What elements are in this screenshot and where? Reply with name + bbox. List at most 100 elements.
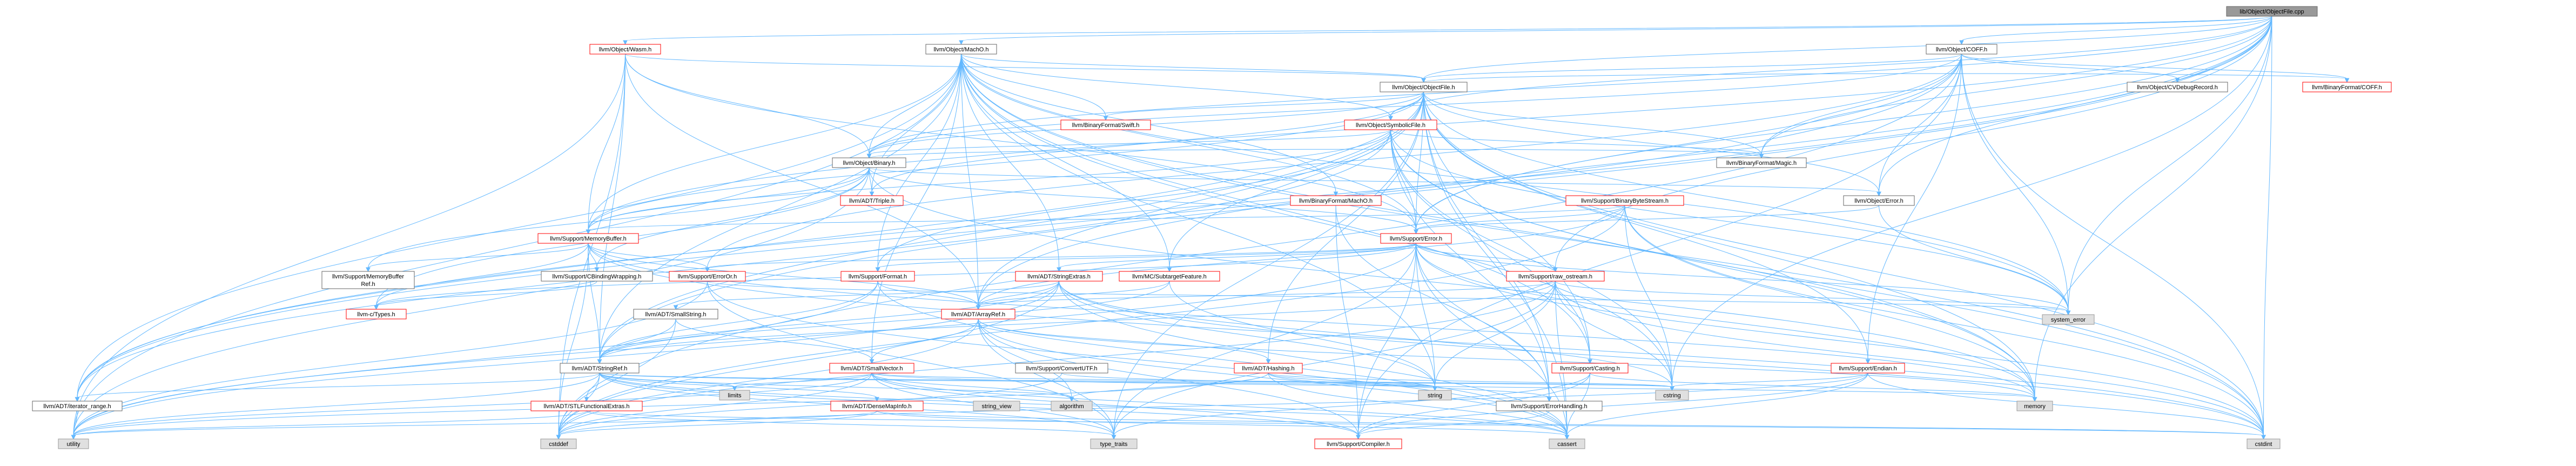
- node-bfcoff-box: [2302, 82, 2392, 92]
- edge-wasm-to-utility: [71, 54, 625, 440]
- edge-stlfunc-to-utility: [71, 410, 587, 440]
- node-triple[interactable]: llvm/ADT/Triple.h: [840, 195, 904, 206]
- node-membuf[interactable]: llvm/Support/MemoryBuffer.h: [537, 233, 639, 244]
- edge-bfmacho-to-compiler: [1335, 205, 1361, 440]
- node-supporterror-box: [1380, 233, 1452, 244]
- node-rawostream[interactable]: llvm/Support/raw_ostream.h: [1506, 271, 1605, 282]
- node-cstdint: cstdint: [2247, 438, 2281, 449]
- node-utility: utility: [58, 438, 89, 449]
- node-root[interactable]: lib/Object/ObjectFile.cpp: [2226, 6, 2318, 17]
- node-ctypes[interactable]: llvm-c/Types.h: [346, 309, 407, 319]
- node-coff-label: llvm/Object/COFF.h: [1936, 46, 1987, 53]
- node-stringextras-box: [1015, 271, 1103, 282]
- edge-coff-to-objerror: [1876, 54, 1962, 197]
- node-casting[interactable]: llvm/Support/Casting.h: [1551, 363, 1629, 374]
- edge-cbinding-to-ctypes: [374, 281, 597, 310]
- node-membuf-box: [537, 233, 639, 244]
- node-errorOr[interactable]: llvm/Support/ErrorOr.h: [669, 271, 746, 282]
- node-endian[interactable]: llvm/Support/Endian.h: [1831, 363, 1905, 374]
- node-compiler[interactable]: llvm/Support/Compiler.h: [1314, 438, 1402, 449]
- node-bfcoff[interactable]: llvm/BinaryFormat/COFF.h: [2302, 82, 2392, 92]
- node-root-label: lib/Object/ObjectFile.cpp: [2239, 9, 2304, 15]
- edge-stringextras-to-cstdint: [1059, 281, 2266, 440]
- node-stlfunc[interactable]: llvm/ADT/STLFunctionalExtras.h: [530, 401, 643, 411]
- edge-objectfile-to-errhandling: [1423, 91, 1552, 402]
- node-compiler-label: llvm/Support/Compiler.h: [1327, 441, 1390, 448]
- node-subtarget[interactable]: llvm/MC/SubtargetFeature.h: [1119, 271, 1220, 282]
- edge-endian-to-cstring: [1670, 372, 1868, 391]
- edge-smallvector-to-compiler: [871, 372, 1361, 440]
- node-bbstream-label: llvm/Support/BinaryByteStream.h: [1581, 198, 1669, 204]
- node-stringref-label: llvm/ADT/StringRef.h: [572, 365, 628, 372]
- edge-macho-to-iterrange: [75, 54, 961, 402]
- node-objectfile[interactable]: llvm/Object/ObjectFile.h: [1380, 82, 1468, 92]
- node-iterrange[interactable]: llvm/ADT/iterator_range.h: [32, 401, 123, 411]
- node-stringview: string_view: [973, 401, 1020, 411]
- node-swift[interactable]: llvm/BinaryFormat/Swift.h: [1060, 119, 1151, 130]
- node-hashing[interactable]: llvm/ADT/Hashing.h: [1234, 363, 1303, 374]
- node-cstring-label: cstring: [1663, 392, 1680, 399]
- node-bfmacho[interactable]: llvm/BinaryFormat/MachO.h: [1290, 195, 1382, 206]
- node-typetraits-label: type_traits: [1100, 441, 1128, 448]
- node-errhandling[interactable]: llvm/Support/ErrorHandling.h: [1496, 401, 1603, 411]
- node-wasm[interactable]: llvm/Object/Wasm.h: [589, 44, 661, 55]
- node-stringref[interactable]: llvm/ADT/StringRef.h: [560, 363, 640, 374]
- node-iterrange-box: [32, 401, 123, 411]
- node-binary[interactable]: llvm/Object/Binary.h: [832, 157, 906, 168]
- node-systemerror: system_error: [2042, 314, 2095, 325]
- edge-objectfile-to-triple: [869, 91, 1424, 197]
- node-stringextras[interactable]: llvm/ADT/StringExtras.h: [1015, 271, 1103, 282]
- node-swift-box: [1060, 119, 1151, 130]
- node-symbolicfile[interactable]: llvm/Object/SymbolicFile.h: [1344, 119, 1437, 130]
- edge-objectfile-to-casting: [1423, 91, 1592, 364]
- node-magic[interactable]: llvm/BinaryFormat/Magic.h: [1716, 157, 1807, 168]
- node-algorithm-label: algorithm: [1059, 403, 1084, 410]
- node-densemapinfo[interactable]: llvm/ADT/DenseMapInfo.h: [830, 401, 924, 411]
- edge-wasm-to-objectfile: [625, 54, 1426, 83]
- edge-objectfile-to-symbolicfile: [1388, 91, 1424, 121]
- edge-objerror-to-supporterror: [1414, 205, 1879, 235]
- edge-membuf-to-stringref: [588, 243, 602, 364]
- node-arrayref[interactable]: llvm/ADT/ArrayRef.h: [941, 309, 1015, 319]
- node-cbinding-box: [541, 271, 653, 282]
- node-smallstring-label: llvm/ADT/SmallString.h: [645, 311, 706, 318]
- edge-macho-to-cstring: [961, 54, 1674, 391]
- node-triple-box: [840, 195, 904, 206]
- edge-supporterror-to-stringextras: [1057, 243, 1416, 272]
- node-coff[interactable]: llvm/Object/COFF.h: [1926, 44, 1997, 55]
- node-binary-label: llvm/Object/Binary.h: [843, 160, 896, 167]
- node-smallstring[interactable]: llvm/ADT/SmallString.h: [633, 309, 718, 319]
- node-bbstream[interactable]: llvm/Support/BinaryByteStream.h: [1565, 195, 1684, 206]
- node-cbinding[interactable]: llvm/Support/CBindingWrapping.h: [541, 271, 653, 282]
- edge-supporterror-to-memory: [1416, 243, 2037, 402]
- edge-supporterror-to-errorOr: [705, 243, 1416, 272]
- node-bbstream-box: [1565, 195, 1684, 206]
- node-utility-box: [58, 438, 89, 449]
- edge-macho-to-binary: [866, 54, 961, 159]
- node-smallvector[interactable]: llvm/ADT/SmallVector.h: [829, 363, 914, 374]
- edge-layer: [71, 16, 2350, 440]
- edge-root-to-wasm: [623, 16, 2272, 45]
- node-convertutf[interactable]: llvm/Support/ConvertUTF.h: [1015, 363, 1108, 374]
- edge-macho-to-arrayref: [961, 54, 981, 310]
- node-supporterror[interactable]: llvm/Support/Error.h: [1380, 233, 1452, 244]
- edge-smallvector-to-limits: [732, 372, 872, 391]
- node-format[interactable]: llvm/Support/Format.h: [840, 271, 915, 282]
- node-macho[interactable]: llvm/Object/MachO.h: [925, 44, 997, 55]
- edge-coff-to-magic: [1759, 54, 1962, 159]
- node-rawostream-box: [1506, 271, 1605, 282]
- node-root-box: [2226, 6, 2318, 17]
- node-cbinding-label: llvm/Support/CBindingWrapping.h: [553, 274, 642, 280]
- edge-macho-to-swift: [961, 54, 1108, 121]
- node-format-label: llvm/Support/Format.h: [849, 274, 907, 280]
- edge-macho-to-membuf: [586, 54, 961, 235]
- node-objerror[interactable]: llvm/Object/Error.h: [1843, 195, 1915, 206]
- edge-binary-to-membufref1: [366, 167, 870, 272]
- edge-format-to-stringref: [597, 281, 878, 364]
- edge-macho-to-subtarget: [961, 54, 1172, 272]
- edge-objectfile-to-hashing: [1266, 91, 1424, 364]
- edge-coff-to-systemerror: [1961, 54, 2071, 316]
- node-cvdebug[interactable]: llvm/Object/CVDebugRecord.h: [2127, 82, 2228, 92]
- node-systemerror-box: [2042, 314, 2095, 325]
